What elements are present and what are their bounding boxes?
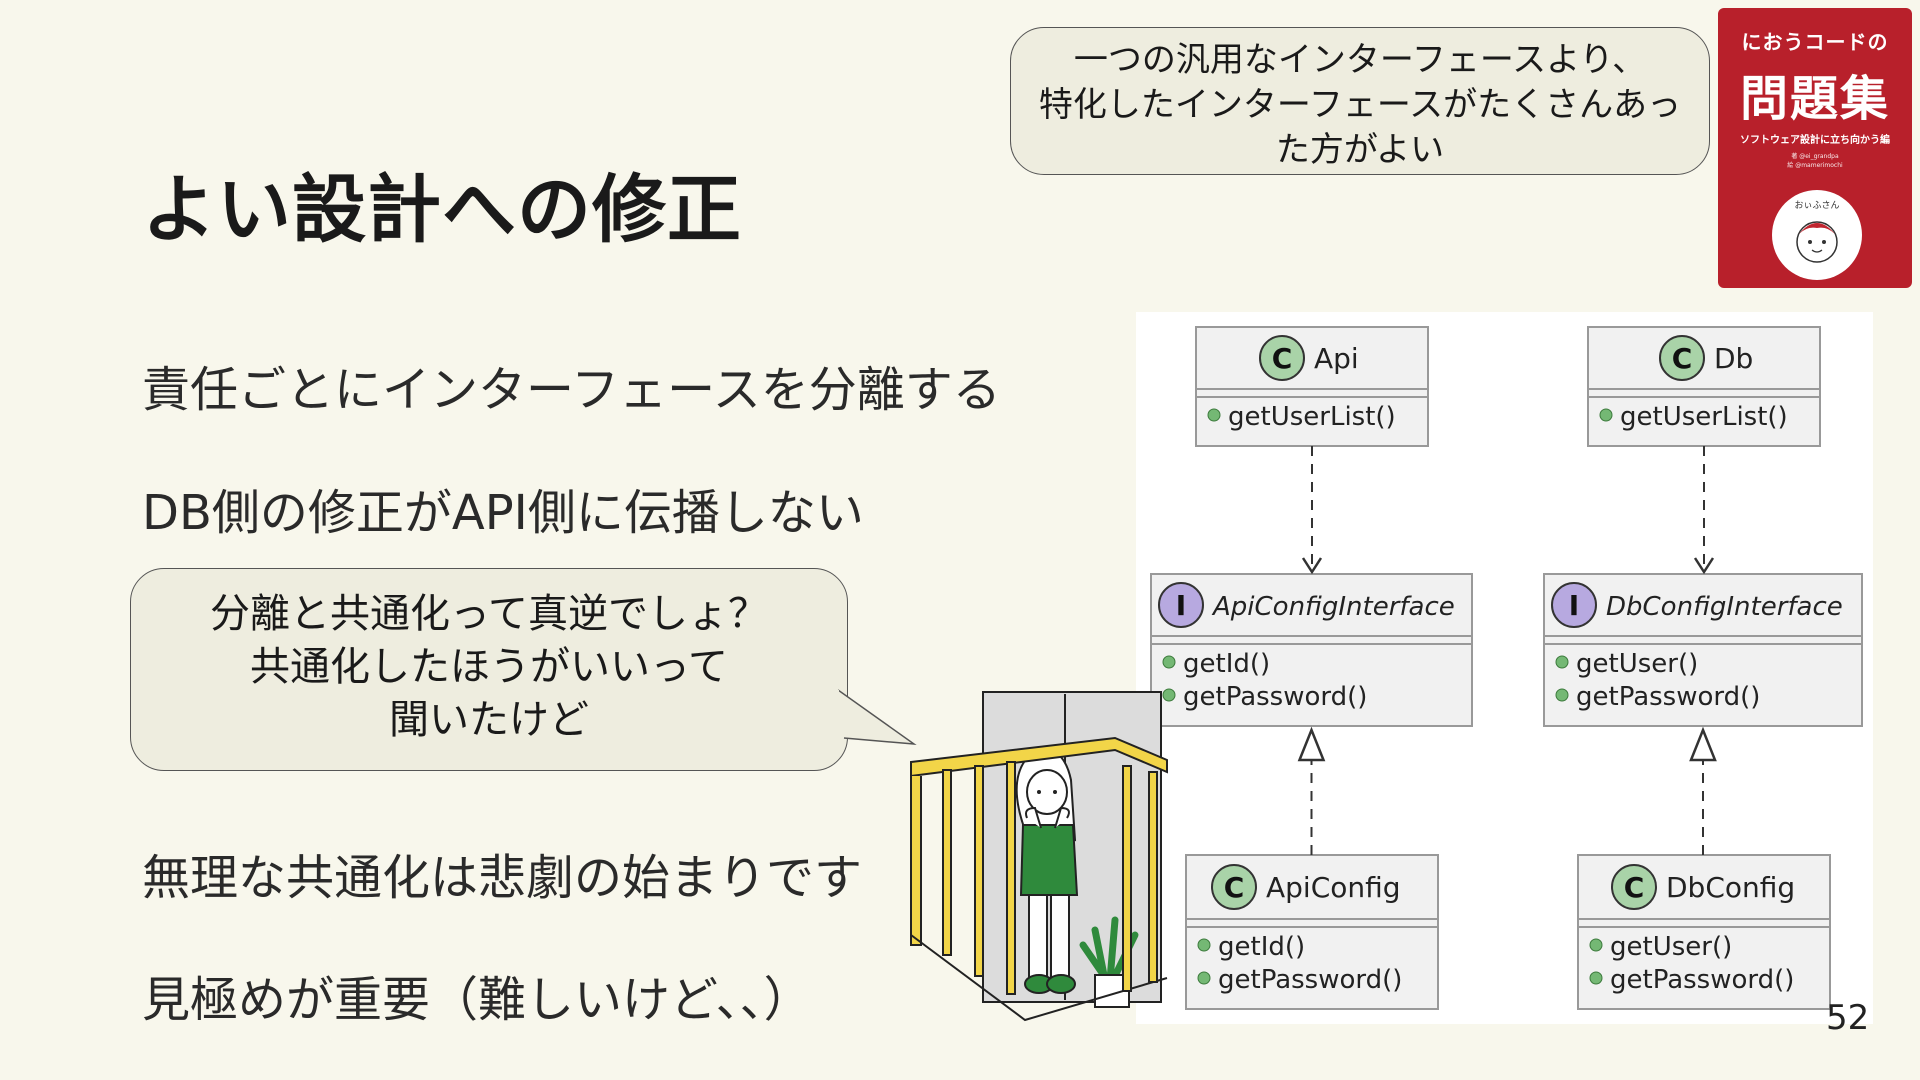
bubble-left-line: 共通化したほうがいいって — [250, 644, 728, 690]
uml-relation-dependency — [1693, 446, 1715, 575]
speech-bubble-tail — [838, 689, 917, 745]
stereotype-letter: C — [1224, 871, 1245, 904]
page-number: 52 — [1826, 998, 1870, 1038]
uml-method: getId() — [1183, 649, 1270, 679]
public-method-icon — [1197, 938, 1211, 952]
class-stereotype-icon — [1611, 864, 1657, 910]
book-main-title: 問題集 — [1739, 71, 1890, 127]
public-method-icon — [1589, 938, 1603, 952]
bubble-top-line: 一つの汎用なインターフェースより、 — [1073, 40, 1647, 80]
interface-stereotype-icon — [1551, 582, 1597, 628]
speech-bubble-left: 分離と共通化って真逆でしょ？ 共通化したほうがいいって 聞いたけど — [130, 568, 848, 771]
public-method-icon — [1162, 655, 1176, 669]
uml-class-db: C Db getUserList() — [1587, 326, 1821, 447]
interface-stereotype-icon — [1158, 582, 1204, 628]
bullet-forced-commonality: 無理な共通化は悲劇の始まりです — [142, 850, 863, 906]
uml-method: getUserList() — [1228, 402, 1396, 432]
slide-title: よい設計への修正 — [142, 167, 742, 253]
uml-method: getUser() — [1610, 932, 1732, 962]
stereotype-letter: I — [1176, 589, 1186, 622]
class-stereotype-icon — [1211, 864, 1257, 910]
bullet-judgment-important: 見極めが重要（難しいけど、、） — [142, 972, 812, 1028]
bubble-left-line: 分離と共通化って真逆でしょ？ — [210, 591, 768, 637]
uml-method: getPassword() — [1183, 682, 1367, 712]
balcony-illustration — [910, 691, 1168, 1022]
book-author: 著 @ei_grandpa — [1791, 153, 1839, 160]
uml-class-name: ApiConfigInterface — [1211, 592, 1455, 622]
speech-bubble-top: 一つの汎用なインターフェースより、 特化したインターフェースがたくさんあっ た方… — [1010, 27, 1710, 175]
bubble-top-line: た方がよい — [1275, 130, 1445, 170]
stereotype-letter: I — [1569, 589, 1579, 622]
uml-class-name: DbConfig — [1666, 871, 1795, 904]
uml-relation-realization — [1689, 726, 1717, 855]
bubble-top-line: 特化したインターフェースがたくさんあっ — [1038, 85, 1682, 125]
uml-method: getPassword() — [1218, 965, 1402, 995]
stereotype-letter: C — [1672, 342, 1693, 375]
uml-diagram: C Api getUserList() C Db getUserList() I ApiCon… — [1136, 312, 1873, 1024]
public-method-icon — [1555, 655, 1569, 669]
uml-class-api: C Api getUserList() — [1195, 326, 1429, 447]
bubble-left-line: 聞いたけど — [389, 697, 589, 743]
bullet-no-propagation: DB側の修正がAPI側に伝播しない — [142, 485, 864, 541]
class-stereotype-icon — [1259, 335, 1305, 381]
uml-method: getPassword() — [1576, 682, 1760, 712]
public-method-icon — [1162, 688, 1176, 702]
book-cover: におうコードの 問題集 ソフトウェア設計に立ち向かう編 著 @ei_grandp… — [1718, 8, 1912, 288]
bullet-interface-separation: 責任ごとにインターフェースを分離する — [142, 362, 1001, 418]
stereotype-letter: C — [1272, 342, 1293, 375]
class-stereotype-icon — [1659, 335, 1705, 381]
uml-relation-realization — [1297, 726, 1326, 855]
uml-relation-dependency — [1301, 446, 1323, 575]
book-authors: 著 @ei_grandpa 絵 @mamerimochi — [1718, 152, 1912, 170]
uml-class-name: ApiConfig — [1266, 871, 1401, 904]
uml-method: getUserList() — [1620, 402, 1788, 432]
uml-canvas: C Api getUserList() C Db getUserList() I ApiCon… — [1150, 326, 1863, 1010]
uml-class-api-config: C ApiConfig getId()getPassword() — [1185, 854, 1439, 1010]
stereotype-letter: C — [1624, 871, 1645, 904]
uml-class-api-config-interface: I ApiConfigInterface getId()getPassword() — [1150, 573, 1473, 727]
uml-class-db-config: C DbConfig getUser()getPassword() — [1577, 854, 1831, 1010]
book-illustrator: 絵 @mamerimochi — [1787, 162, 1843, 169]
public-method-icon — [1207, 408, 1221, 422]
public-method-icon — [1589, 971, 1603, 985]
uml-method: getUser() — [1576, 649, 1698, 679]
book-subtitle: ソフトウェア設計に立ち向かう編 — [1740, 135, 1890, 146]
book-mascot-label: おぃふさん — [1794, 200, 1839, 211]
uml-method: getId() — [1218, 932, 1305, 962]
uml-class-name: Api — [1314, 342, 1359, 375]
public-method-icon — [1197, 971, 1211, 985]
book-series-title: におうコードの — [1741, 30, 1889, 54]
uml-class-name: DbConfigInterface — [1606, 592, 1843, 622]
public-method-icon — [1555, 688, 1569, 702]
uml-method: getPassword() — [1610, 965, 1794, 995]
public-method-icon — [1599, 408, 1613, 422]
uml-class-name: Db — [1714, 342, 1753, 375]
book-mascot-icon: おぃふさん — [1772, 190, 1862, 280]
uml-class-db-config-interface: I DbConfigInterface getUser()getPassword() — [1543, 573, 1863, 727]
